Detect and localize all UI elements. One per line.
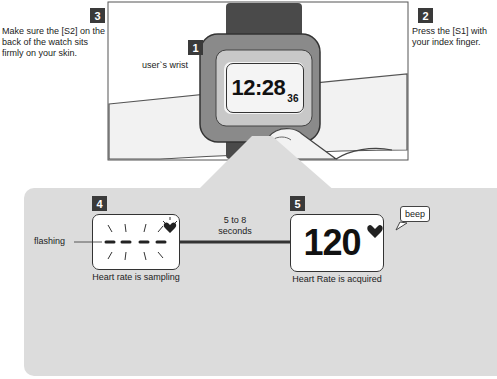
sampling-screen-fill — [92, 214, 180, 270]
flashing-dashes — [106, 241, 165, 244]
detail-panel — [24, 188, 497, 376]
node-text: 5 — [294, 198, 300, 210]
watch-screen-fill — [224, 62, 304, 114]
note-label: user`s wrist — [142, 60, 202, 71]
flashing-rays — [108, 217, 177, 260]
zoom-wedge — [196, 136, 336, 192]
callout-number: 2 — [418, 8, 433, 23]
note-label: flashing — [34, 236, 74, 247]
node-text: beep — [405, 209, 425, 219]
beep-pointer — [396, 222, 407, 230]
node-text: 4 — [96, 198, 102, 210]
caption: Heart rate is sampling — [79, 272, 193, 282]
note-label: Make sure the [S2] on the back of the wa… — [2, 26, 106, 58]
hand-outline — [336, 148, 392, 159]
callout-number: 3 — [90, 8, 105, 23]
heart-icon — [164, 222, 176, 233]
callout-number: 1 — [188, 40, 203, 55]
acquired-screen-fill — [290, 214, 384, 272]
watch-bezel — [216, 50, 312, 126]
timeline-connector — [180, 241, 290, 244]
heart-icon — [367, 225, 382, 238]
edge-label: 5 to 8 seconds — [211, 215, 259, 236]
lcd-screen: Heart rate is sampling — [92, 214, 180, 270]
node-text: 3 — [94, 10, 100, 22]
node-text: 12:28 — [232, 75, 286, 101]
speech-bubble: beep — [400, 206, 430, 222]
callout-number: 4 — [92, 196, 107, 211]
callout-number: 5 — [290, 196, 305, 211]
watch-case — [200, 34, 320, 142]
node-text: 36 — [287, 93, 298, 104]
leader-line — [74, 242, 102, 243]
node-text: 1 — [192, 42, 198, 54]
watch-display: 12:2836 — [226, 63, 304, 113]
caption: Heart Rate is acquired — [277, 274, 397, 284]
note-label: Press the [S1] with your index finger. — [412, 26, 495, 48]
node-text: 120 — [303, 222, 360, 264]
lcd-screen: 120Heart Rate is acquired — [290, 214, 384, 272]
node-text: 2 — [422, 10, 428, 22]
